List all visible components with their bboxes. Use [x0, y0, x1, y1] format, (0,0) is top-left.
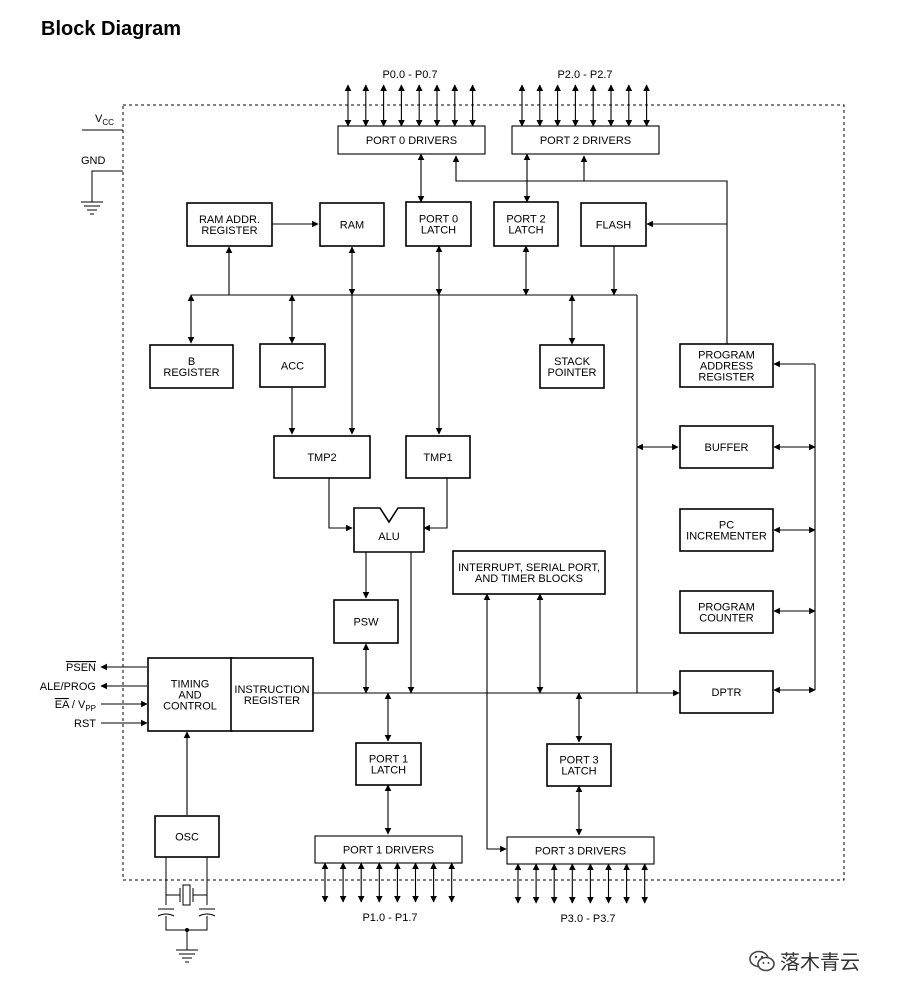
interrupt-blocks-label: AND TIMER BLOCKS	[475, 573, 583, 585]
p3-pin-arrows	[514, 863, 649, 904]
psw-block: PSW	[333, 599, 399, 644]
acc-label: ACC	[281, 361, 304, 373]
stack-pointer-label: STACK	[554, 356, 591, 368]
interrupt-blocks-label: INTERRUPT, SERIAL PORT,	[458, 562, 600, 574]
p1-bus-label: P1.0 - P1.7	[362, 912, 417, 924]
port0-latch-label: LATCH	[421, 225, 456, 237]
ground-symbol-icon	[81, 201, 103, 215]
osc-label: OSC	[175, 832, 199, 844]
program-counter-label: COUNTER	[699, 613, 753, 625]
program-address-register-label: PROGRAM	[698, 350, 755, 362]
buffer-block: BUFFER	[679, 425, 774, 469]
internal-wiring	[100, 153, 816, 853]
b-register-label: B	[188, 356, 195, 368]
psen-pin-label: PSEN	[66, 662, 96, 674]
vcc-label: VCC	[95, 113, 114, 127]
p0-pin-arrows	[344, 84, 476, 127]
port3-drivers-block: PORT 3 DRIVERS	[506, 836, 655, 865]
wechat-icon	[749, 950, 775, 971]
crystal-icon	[179, 884, 194, 906]
chip-boundary	[122, 104, 845, 881]
port1-latch-label: PORT 1	[369, 754, 408, 766]
ground-symbol-icon	[176, 949, 198, 963]
buffer-label: BUFFER	[705, 442, 749, 454]
ram-addr-label: REGISTER	[201, 225, 257, 237]
ram-label: RAM	[340, 220, 364, 232]
acc-block: ACC	[259, 343, 326, 388]
ale-pin-label: ALE/PROG	[40, 681, 96, 693]
program-counter-label: PROGRAM	[698, 602, 755, 614]
flash-label: FLASH	[596, 220, 632, 232]
tmp2-block: TMP2	[273, 435, 371, 479]
pc-incrementer-label: INCREMENTER	[686, 531, 767, 543]
timing-control-label: AND	[178, 690, 201, 702]
watermark: 落木青云	[748, 946, 860, 975]
watermark-text: 落木青云	[780, 950, 860, 974]
p0-bus-label: P0.0 - P0.7	[382, 69, 437, 81]
port2-latch-label: LATCH	[508, 225, 543, 237]
gnd-label: GND	[81, 155, 106, 167]
pc-incrementer-label: PC	[719, 520, 734, 532]
p2-bus-label: P2.0 - P2.7	[557, 69, 612, 81]
stack-pointer-label: POINTER	[548, 367, 597, 379]
alu-block	[353, 507, 425, 553]
timing-control-label: CONTROL	[163, 701, 217, 713]
port1-drivers-label: PORT 1 DRIVERS	[343, 845, 434, 857]
p1-pin-arrows	[321, 862, 456, 903]
b-register-label: REGISTER	[163, 367, 219, 379]
ram-addr-block: RAM ADDR.REGISTER	[186, 202, 273, 247]
ea-pin-label: EA / VPP	[55, 699, 96, 713]
port1-latch-label: LATCH	[371, 765, 406, 777]
port3-latch-label: LATCH	[561, 766, 596, 778]
port2-latch-label: PORT 2	[506, 214, 545, 226]
program-address-register-label: ADDRESS	[700, 361, 753, 373]
dptr-label: DPTR	[712, 687, 742, 699]
alu-label: ALU	[378, 531, 399, 543]
port0-latch-label: PORT 0	[419, 214, 458, 226]
instruction-register-label: INSTRUCTION	[234, 684, 309, 696]
page-title: Block Diagram	[41, 18, 182, 40]
p3-bus-label: P3.0 - P3.7	[560, 913, 615, 925]
port0-drivers-label: PORT 0 DRIVERS	[366, 135, 457, 147]
p2-pin-arrows	[518, 84, 650, 127]
instruction-register-label: REGISTER	[244, 695, 300, 707]
timing-control-label: TIMING	[171, 679, 210, 691]
tmp1-block: TMP1	[405, 435, 471, 479]
ram-block: RAM	[319, 202, 385, 247]
port1-drivers-block: PORT 1 DRIVERS	[314, 835, 463, 864]
port2-drivers-label: PORT 2 DRIVERS	[540, 135, 631, 147]
psw-label: PSW	[353, 617, 379, 629]
port3-latch-label: PORT 3	[559, 755, 598, 767]
program-address-register-label: REGISTER	[698, 372, 754, 384]
port0-drivers-block: PORT 0 DRIVERS	[337, 125, 486, 155]
tmp1-label: TMP1	[423, 452, 452, 464]
tmp2-label: TMP2	[307, 452, 336, 464]
capacitor-icon	[157, 908, 216, 917]
port3-drivers-label: PORT 3 DRIVERS	[535, 846, 626, 858]
interrupt-blocks-block: INTERRUPT, SERIAL PORT,AND TIMER BLOCKS	[452, 550, 606, 595]
rst-pin-label: RST	[74, 718, 96, 730]
port2-drivers-block: PORT 2 DRIVERS	[511, 125, 660, 155]
osc-block: OSC	[154, 815, 220, 858]
flash-block: FLASH	[580, 202, 647, 247]
crystal-oscillator-circuit	[157, 857, 216, 963]
dptr-block: DPTR	[679, 670, 774, 714]
ram-addr-label: RAM ADDR.	[199, 214, 260, 226]
